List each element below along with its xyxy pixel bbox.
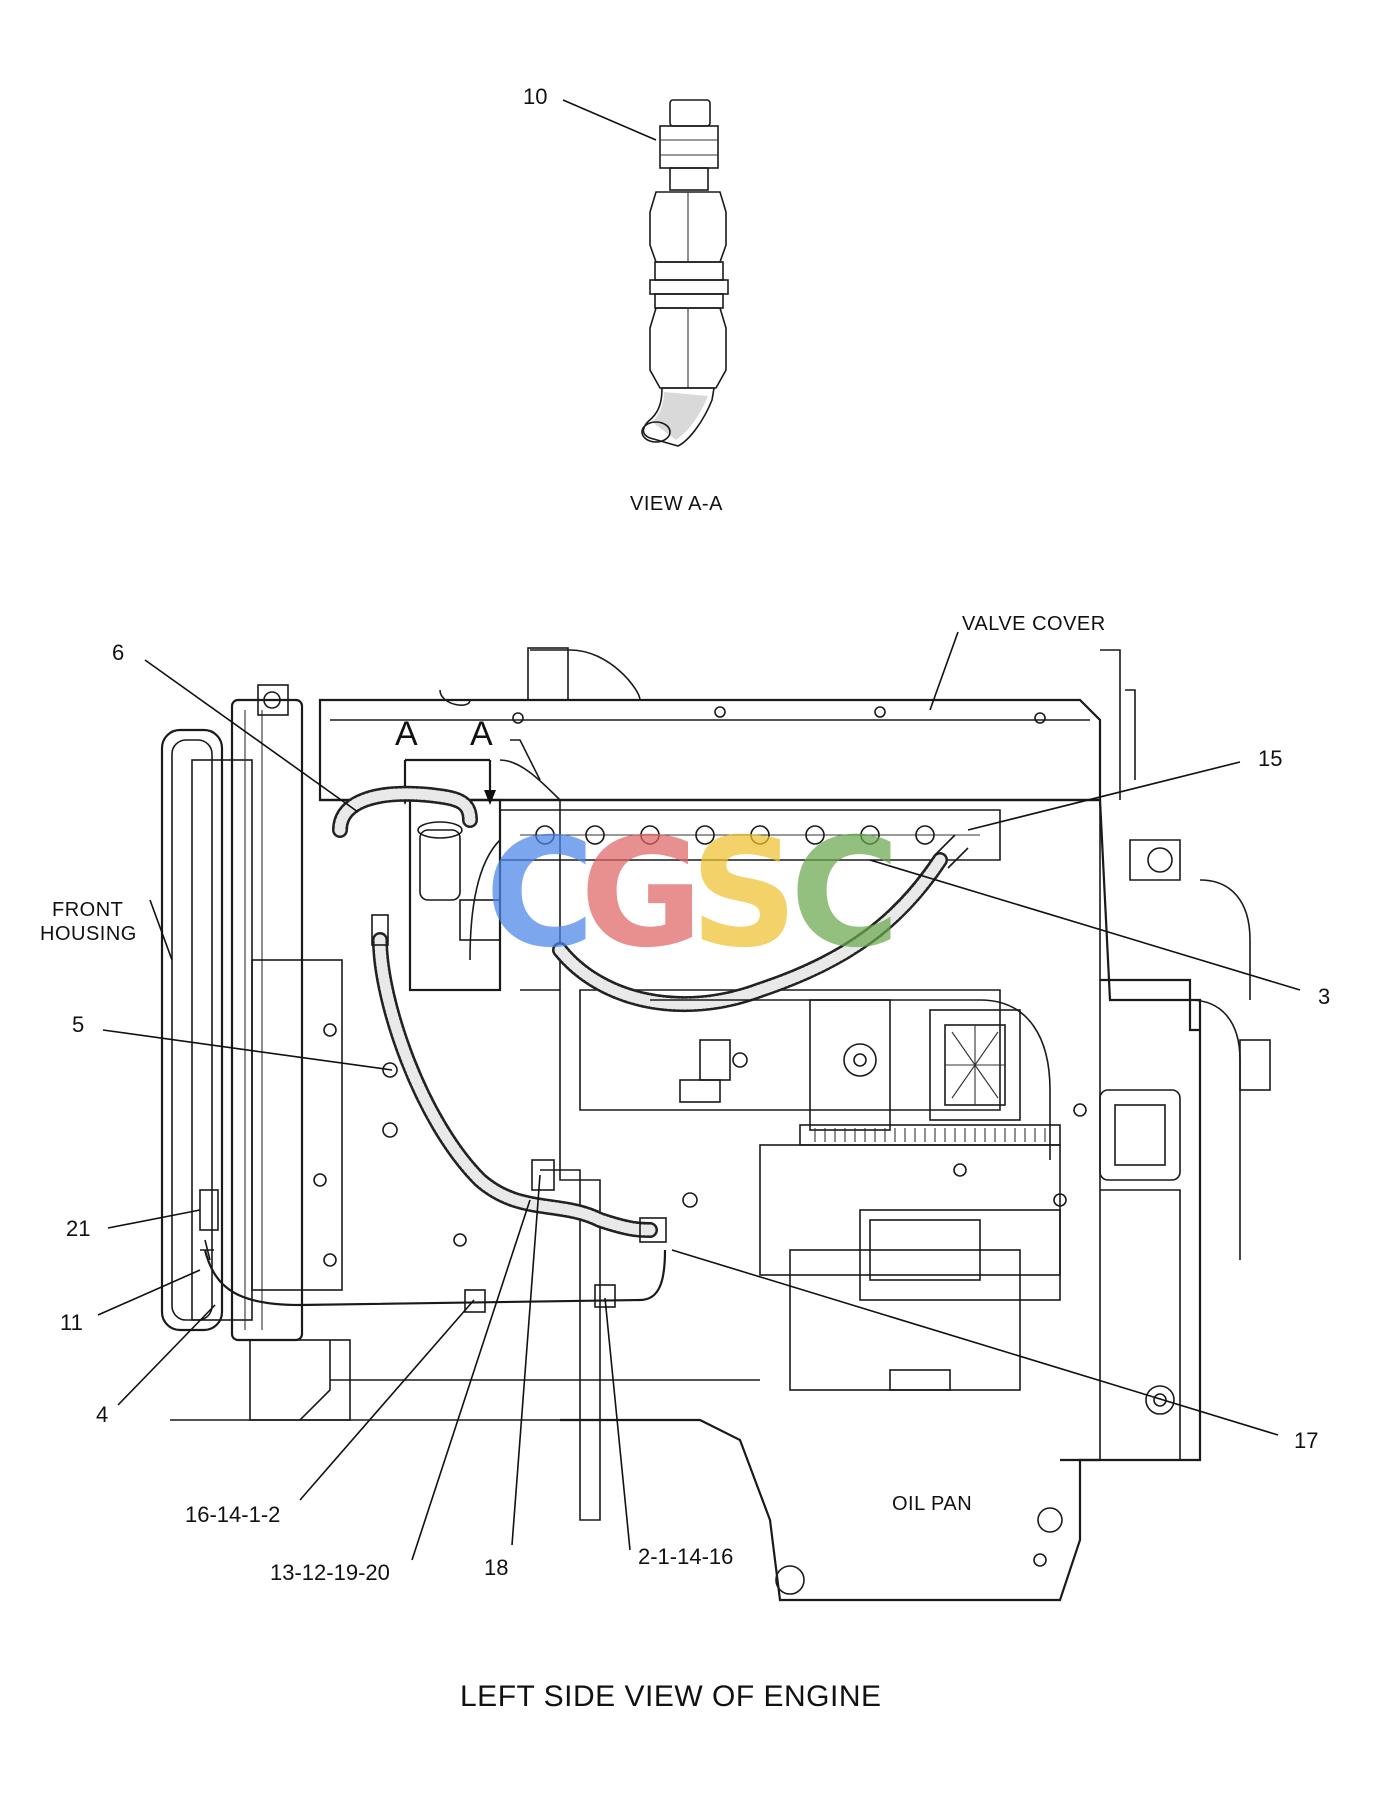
callout-2-1-14-16: 2-1-14-16 [638,1544,733,1569]
callout-17: 17 [1294,1428,1318,1453]
leader-11 [97,1269,201,1316]
callout-21: 21 [66,1216,90,1241]
front-housing-label-line1: FRONT [52,899,123,921]
callout-13-12-19-20: 13-12-19-20 [270,1560,390,1585]
leader-18 [511,1174,541,1546]
callout-6: 6 [112,640,124,665]
callout-5: 5 [72,1012,84,1037]
leader-3 [869,859,1301,991]
callout-4: 4 [96,1402,108,1427]
fin-row [814,1128,1046,1142]
front-housing-label-line2: HOUSING [40,923,137,945]
fuel-hoses [199,785,1051,1313]
leader-6 [144,659,359,813]
section-marker-right: A [470,715,493,753]
valve-cover-label: VALVE COVER [962,613,1106,635]
leader-2-1-14-16 [604,1297,631,1551]
watermark-letter-2: G [580,807,703,981]
view-aa-fitting [641,99,729,447]
callout-16-14-1-2: 16-14-1-2 [185,1502,280,1527]
callout-18: 18 [484,1555,508,1580]
callout-15: 15 [1258,746,1282,771]
view-aa-caption: VIEW A-A [630,493,723,515]
watermark-letter-3: S [690,807,798,981]
leader-13-12-19-20 [411,1199,531,1561]
leader-10 [562,99,657,141]
leader-valve-cover [929,631,959,711]
leader-21 [107,1209,201,1229]
watermark-logo: C G S C [485,807,900,981]
callout-11: 11 [60,1310,83,1335]
section-marker-left: A [395,715,418,753]
diagram-title: LEFT SIDE VIEW OF ENGINE [460,1680,882,1713]
leader-front-housing [149,899,173,961]
oil-pan-label: OIL PAN [892,1493,972,1515]
watermark-letter-4: C [790,807,900,981]
leader-4 [117,1304,216,1406]
engine-outline [160,647,1271,1602]
leader-16-14-1-2 [299,1299,475,1501]
callout-10: 10 [523,84,547,109]
callout-3: 3 [1318,984,1330,1009]
leader-lines [97,631,1301,1561]
watermark-letter-1: C [485,807,595,981]
leader-15 [967,761,1241,831]
leader-5 [102,1029,393,1071]
leader-17 [671,1249,1279,1436]
